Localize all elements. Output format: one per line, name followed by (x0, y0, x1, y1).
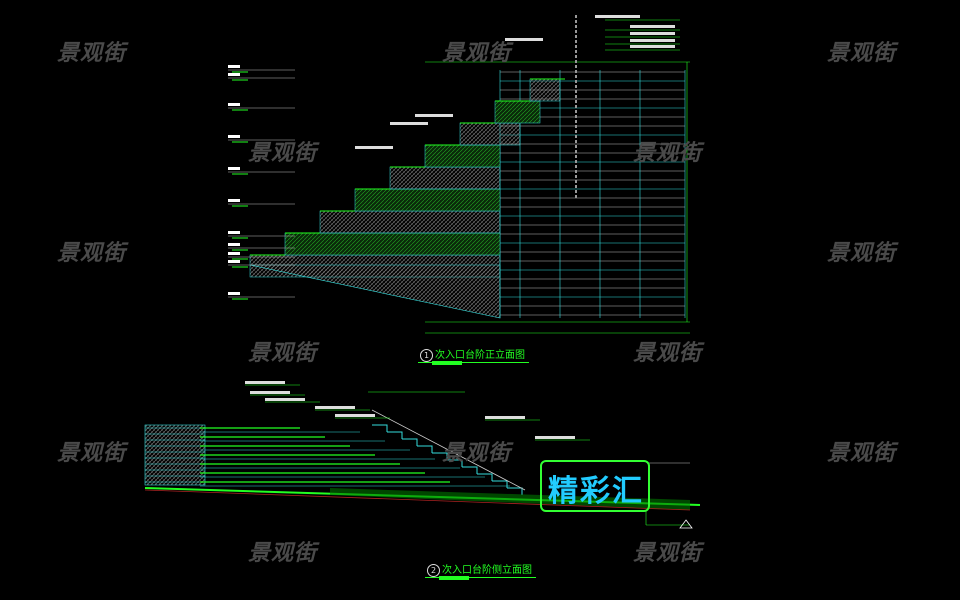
level-label (228, 65, 240, 68)
watermark-text: 景观街 (57, 41, 127, 66)
stair-profile (417, 445, 433, 453)
ground-red-line (144, 489, 691, 511)
annotation-text (535, 436, 575, 439)
stair-step-block (389, 166, 501, 190)
stair-profile (477, 473, 493, 481)
watermark-text: 景观街 (442, 441, 512, 466)
stair-step-block (494, 100, 541, 124)
stair-profile (507, 487, 523, 495)
stair-profile (462, 466, 478, 474)
watermark-text: 景观街 (442, 41, 512, 66)
level-label (228, 73, 240, 76)
watermark-text: 景观街 (248, 141, 318, 166)
stair-step-block (319, 210, 501, 234)
level-marker (679, 519, 693, 529)
annotation-text (595, 15, 640, 18)
front-elevation-drawing (228, 15, 690, 334)
level-label (228, 135, 240, 138)
level-label (228, 199, 240, 202)
drawing-number: 2 (427, 564, 440, 577)
level-label (228, 260, 240, 263)
annotation-text (355, 146, 393, 149)
annotation-text (245, 381, 285, 384)
level-label (228, 252, 240, 255)
stair-profile (372, 424, 388, 432)
drawing-title-text: 次入口台阶正立面图 (435, 350, 525, 361)
drawing-number: 1 (420, 349, 433, 362)
watermark-text: 景观街 (633, 341, 703, 366)
title-underline-bar (439, 576, 469, 580)
stair-step-block (424, 144, 501, 168)
stair-profile (387, 431, 403, 439)
watermark-text: 景观街 (827, 241, 897, 266)
annotation-text (265, 398, 305, 401)
annotation-text (630, 45, 675, 48)
level-label (228, 231, 240, 234)
drawing-title-text: 次入口台阶侧立面图 (442, 565, 532, 576)
annotation-text (415, 114, 453, 117)
annotation-text (630, 32, 675, 35)
title-underline-bar (432, 361, 462, 365)
entrance-sign: 精彩汇 (540, 460, 650, 512)
stair-step-block (354, 188, 501, 212)
side-elevation-drawing (144, 381, 701, 529)
stair-profile (492, 480, 508, 488)
watermark-text: 景观街 (827, 441, 897, 466)
annotation-text (630, 25, 675, 28)
watermark-text: 景观街 (827, 41, 897, 66)
annotation-text (250, 391, 290, 394)
annotation-text (630, 39, 675, 42)
stair-profile (402, 438, 418, 446)
level-label (228, 167, 240, 170)
annotation-text (485, 416, 525, 419)
side-wall-block (144, 424, 206, 486)
stair-profile (432, 452, 448, 460)
level-label (228, 243, 240, 246)
ground-fill (330, 488, 690, 510)
watermark-text: 景观街 (248, 341, 318, 366)
watermark-text: 景观街 (57, 241, 127, 266)
watermark-text: 景观街 (248, 541, 318, 566)
watermark-text: 景观街 (633, 141, 703, 166)
level-label (228, 292, 240, 295)
watermark-text: 景观街 (57, 441, 127, 466)
ground-slope (249, 264, 501, 319)
annotation-text (315, 406, 355, 409)
handrail-line (371, 409, 526, 491)
annotation-text (390, 122, 428, 125)
level-label (228, 103, 240, 106)
watermark-text: 景观街 (633, 541, 703, 566)
sign-text: 精彩汇 (548, 474, 644, 509)
annotation-text (335, 414, 375, 417)
annotation-text (505, 38, 543, 41)
stair-step-block (529, 78, 561, 102)
stair-step-block (284, 232, 501, 256)
stair-profile (447, 459, 463, 467)
stair-step-block (459, 122, 521, 146)
